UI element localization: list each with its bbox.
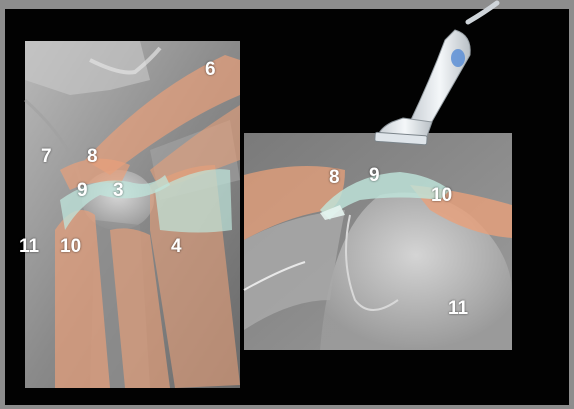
label-10-left: 10 [60,237,81,256]
label-6: 6 [205,60,216,79]
label-8-right: 8 [329,168,340,187]
label-8: 8 [87,147,98,166]
label-7: 7 [41,147,52,166]
ultrasound-probe-icon [375,3,497,145]
left-xray-panel [25,41,240,388]
label-3: 3 [113,181,124,200]
label-11-left: 11 [19,237,39,256]
label-9: 9 [77,181,88,200]
label-4: 4 [171,237,182,256]
label-9-right: 9 [369,166,380,185]
label-11-right: 11 [448,299,468,318]
label-10-right: 10 [431,186,452,205]
